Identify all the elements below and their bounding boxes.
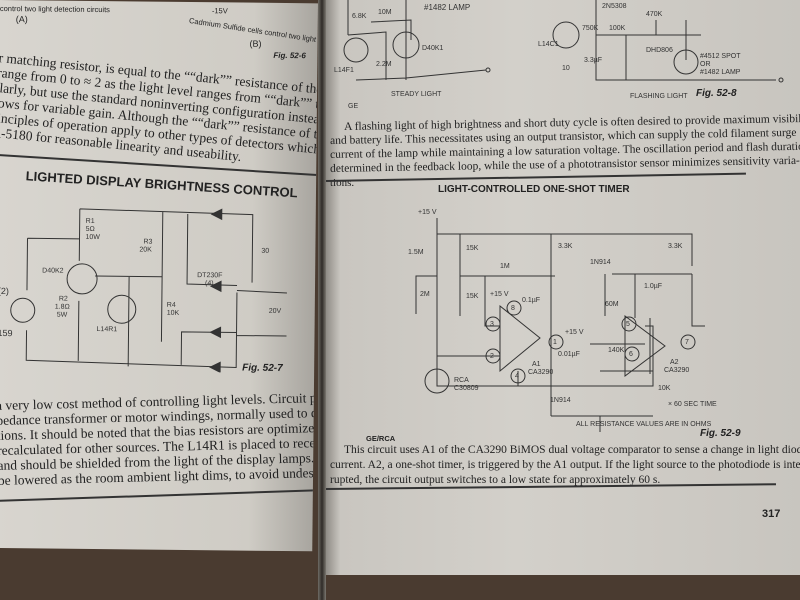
flash-r4: 10 [562, 65, 570, 72]
r-10k: 10K [658, 385, 671, 392]
flash-lamp: #4512 SPOT [700, 53, 741, 60]
steady-q1: L14F1 [334, 67, 354, 74]
fig-label-b: (B) [249, 38, 262, 49]
r1-value: 5Ω [86, 226, 95, 233]
page-number: 317 [762, 508, 781, 520]
top-caption: control two light detection circuits [0, 3, 111, 15]
vcc-label-2: +15 V [565, 329, 584, 336]
a1-part: CA3290 [528, 369, 553, 376]
r3-value: 20K [139, 246, 152, 253]
pin-3: 3 [490, 321, 494, 328]
r1-label: R1 [86, 218, 95, 225]
flash-r3: 470K [646, 11, 663, 18]
fig8-source: GE [348, 103, 358, 110]
pin-8: 8 [511, 305, 515, 312]
flash-c1: 3.3µF [584, 57, 602, 64]
r2-watt: 5W [57, 312, 68, 319]
fig-label-a: (A) [15, 14, 28, 25]
lamp-count: (2) [0, 286, 9, 296]
flash-caption: FLASHING LIGHT [630, 93, 688, 100]
r-140k: 140K [608, 347, 625, 354]
steady-caption: STEADY LIGHT [391, 91, 442, 98]
q2-label: L14R1 [97, 326, 118, 333]
steady-q2: D40K1 [422, 45, 444, 52]
a1-label: A1 [532, 361, 541, 368]
steady-r2: 10M [378, 9, 392, 16]
d-1n914-b: 1N914 [550, 397, 571, 404]
fig8-number: Fig. 52-8 [696, 88, 737, 99]
out-resistor: 30 [261, 248, 269, 255]
r4-value: 10K [167, 310, 180, 317]
r4-label: R4 [167, 302, 176, 309]
steady-r1: 6.8K [352, 13, 367, 20]
flash-lamp-or: OR [700, 61, 711, 68]
fig-b-voltage: -15V [211, 6, 228, 16]
r3-label: R3 [143, 239, 152, 246]
r-3-3k-b: 3.3K [668, 243, 683, 250]
r-1-5m: 1.5M [408, 249, 424, 256]
pin-4: 4 [515, 373, 519, 380]
timing-note: × 60 SEC TIME [668, 401, 717, 408]
r-1m: 1M [500, 263, 510, 270]
left-page: control two light detection circuits (A)… [0, 0, 318, 552]
flash-q2: L14C1 [538, 41, 559, 48]
brightness-control-schematic: R1 5Ω 10W R3 20K D40K2 R2 1.8Ω 5W L14R1 … [0, 208, 287, 374]
c-001: 0.01µF [558, 351, 580, 358]
r-15k-b: 15K [466, 293, 479, 300]
right-page: 6.8K 10M #1482 LAMP D40K1 L14F1 2.2M STE… [326, 0, 800, 575]
a2-label: A2 [670, 359, 679, 366]
r2-label: R2 [59, 296, 68, 303]
fig-b-number: Fig. 52-6 [273, 50, 306, 61]
q1-label: D40K2 [42, 267, 64, 274]
vcc-label: +15 V [418, 209, 437, 216]
r2-value: 1.8Ω [55, 304, 70, 311]
fig-52-8-schematics: 6.8K 10M #1482 LAMP D40K1 L14F1 2.2M STE… [334, 0, 784, 110]
photodiode-part: C30809 [454, 385, 479, 392]
flash-r1: 750K [582, 25, 599, 32]
one-shot-timer-schematic: +15 V 1.5M 15K 15K 2M 1M 3.3K 3.3K 0.1µF… [408, 209, 717, 432]
flash-d1: DHD806 [646, 47, 673, 54]
r-15k-a: 15K [466, 245, 479, 252]
text-line: rupted, the circuit output switches to a… [330, 474, 661, 486]
diode-count: (4) [205, 280, 214, 287]
divider [0, 489, 318, 502]
diode-label: DT230F [197, 272, 222, 279]
r1-watt: 10W [85, 234, 100, 241]
pin-2: 2 [490, 353, 494, 360]
pin-7: 7 [685, 339, 689, 346]
pin-1: 1 [553, 339, 557, 346]
vcc-label-3: +15 V [490, 291, 509, 298]
r-3-3k-a: 3.3K [558, 243, 573, 250]
flash-r2: 100K [609, 25, 626, 32]
r-60m: 60M [605, 301, 619, 308]
fig9-number: Fig. 52-9 [700, 428, 741, 439]
out-voltage: 20V [269, 308, 282, 315]
lamp-type: 159 [0, 328, 13, 338]
r-2m: 2M [420, 291, 430, 298]
c-1: 1.0µF [644, 283, 662, 290]
section-title: LIGHTED DISPLAY BRIGHTNESS CONTROL [25, 168, 299, 201]
pin-6: 6 [629, 351, 633, 358]
text-line: current. A2, a one-shot timer, is trigge… [330, 459, 800, 471]
flash-lamp-alt: #1482 LAMP [700, 69, 741, 76]
steady-r3: 2.2M [376, 61, 392, 68]
a2-part: CA3290 [664, 367, 689, 374]
pin-5: 5 [626, 321, 630, 328]
text-line: tions. [330, 177, 355, 189]
c-01: 0.1µF [522, 297, 540, 304]
text-line: This circuit uses A1 of the CA3290 BiMOS… [344, 444, 800, 456]
d-1n914-a: 1N914 [590, 259, 611, 266]
book-gutter [318, 0, 326, 600]
photodiode-label: RCA [454, 377, 469, 384]
fig9-source: GE/RCA [366, 434, 396, 443]
flash-q1: 2N5308 [602, 3, 627, 10]
fig-number: Fig. 52-7 [242, 362, 283, 374]
resistance-note: ALL RESISTANCE VALUES ARE IN OHMS [576, 421, 712, 428]
steady-lamp: #1482 LAMP [424, 3, 470, 12]
section-title: LIGHT-CONTROLLED ONE-SHOT TIMER [438, 184, 630, 195]
